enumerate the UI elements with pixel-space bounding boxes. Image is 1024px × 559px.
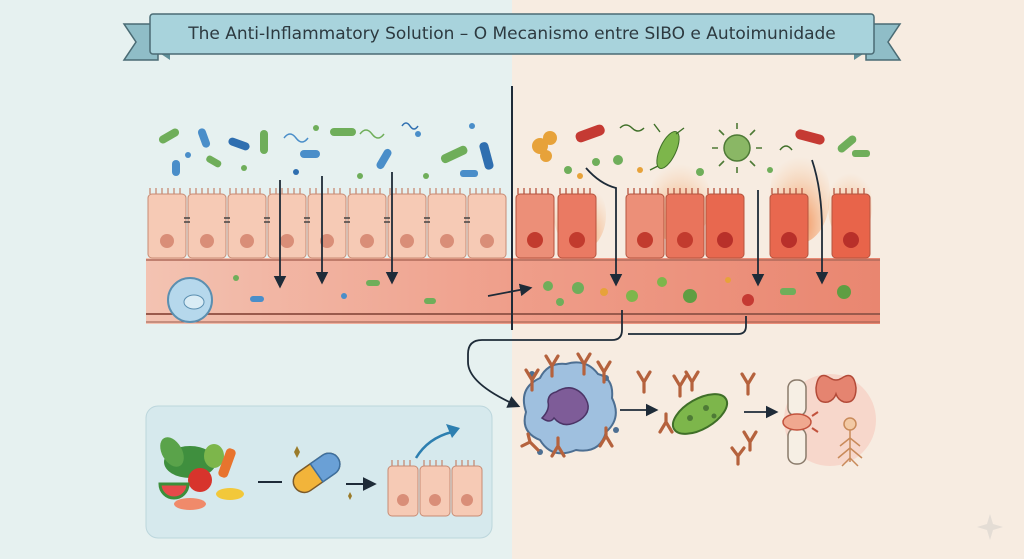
inflamed-cell [705, 193, 745, 259]
inflamed-cell [515, 193, 555, 259]
inflamed-cell [665, 193, 705, 259]
page-title: The Anti-Inflammatory Solution – O Mecan… [188, 24, 836, 44]
leaked-particles [233, 275, 851, 306]
immune-flow-arrows [467, 310, 779, 419]
inflamed-cell [557, 193, 597, 259]
inflamed-cell [625, 193, 665, 259]
translocation-arrows [273, 159, 829, 297]
epithelial-cell [267, 193, 307, 259]
epithelial-cell [427, 193, 467, 259]
epithelial-cell [147, 193, 187, 259]
epithelial-cell [227, 193, 267, 259]
nervous-system-icon [837, 417, 863, 467]
epithelial-cell [467, 193, 507, 259]
capsule-icon [292, 452, 341, 494]
epithelial-cell [347, 193, 387, 259]
vegetables-icon [158, 437, 244, 510]
solution-panel [145, 405, 493, 539]
autoimmune-targets [782, 374, 876, 467]
antibody-icon [520, 352, 758, 466]
thyroid-icon [815, 374, 857, 403]
targeted-bacterium-icon [671, 393, 729, 435]
inflamed-epithelium [515, 188, 871, 259]
inflamed-cell [769, 193, 809, 259]
healed-epithelium-icon [387, 424, 483, 517]
joint-icon [782, 379, 819, 465]
title-ribbon [122, 13, 902, 61]
epithelial-cell [387, 193, 427, 259]
epithelial-cell [307, 193, 347, 259]
microbiome-bacteria-icon [158, 122, 494, 179]
inflamed-cell [831, 193, 871, 259]
epithelial-cell [187, 193, 227, 259]
sparkle-icon [977, 514, 1003, 540]
resident-macrophage-icon [167, 277, 213, 323]
pathogen-bacteria-icon [532, 123, 870, 179]
immune-cell-icon [522, 361, 619, 455]
healthy-epithelium [147, 188, 507, 259]
